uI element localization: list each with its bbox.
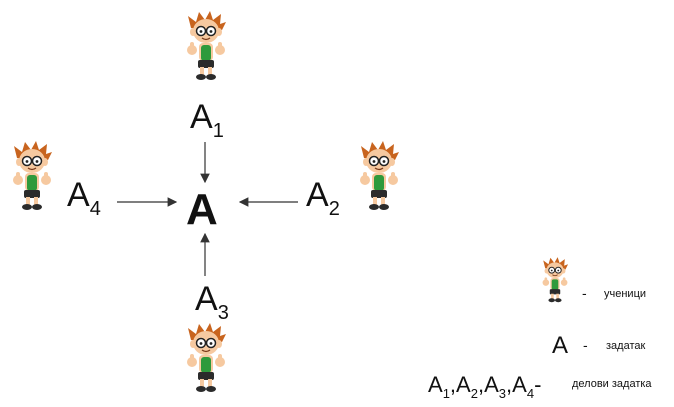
legend-task-symbol: A [552, 332, 569, 359]
legend-parts-text: делови задатка [572, 378, 652, 390]
legend-task-text: задатак [606, 340, 646, 352]
center-task-label: A [186, 185, 218, 234]
legend-students-dash: - [582, 285, 587, 301]
legend-student-icon [538, 256, 572, 304]
part-label-a4: A4 [67, 176, 101, 220]
legend-students-text: ученици [604, 288, 647, 300]
part-label-a2: A2 [306, 176, 340, 220]
part-label-a1: A1 [190, 98, 224, 142]
legend-parts-list: A1,A2,A3,A4- [428, 372, 542, 401]
legend-task-dash: - [583, 337, 588, 353]
part-label-a3: A3 [195, 280, 229, 324]
